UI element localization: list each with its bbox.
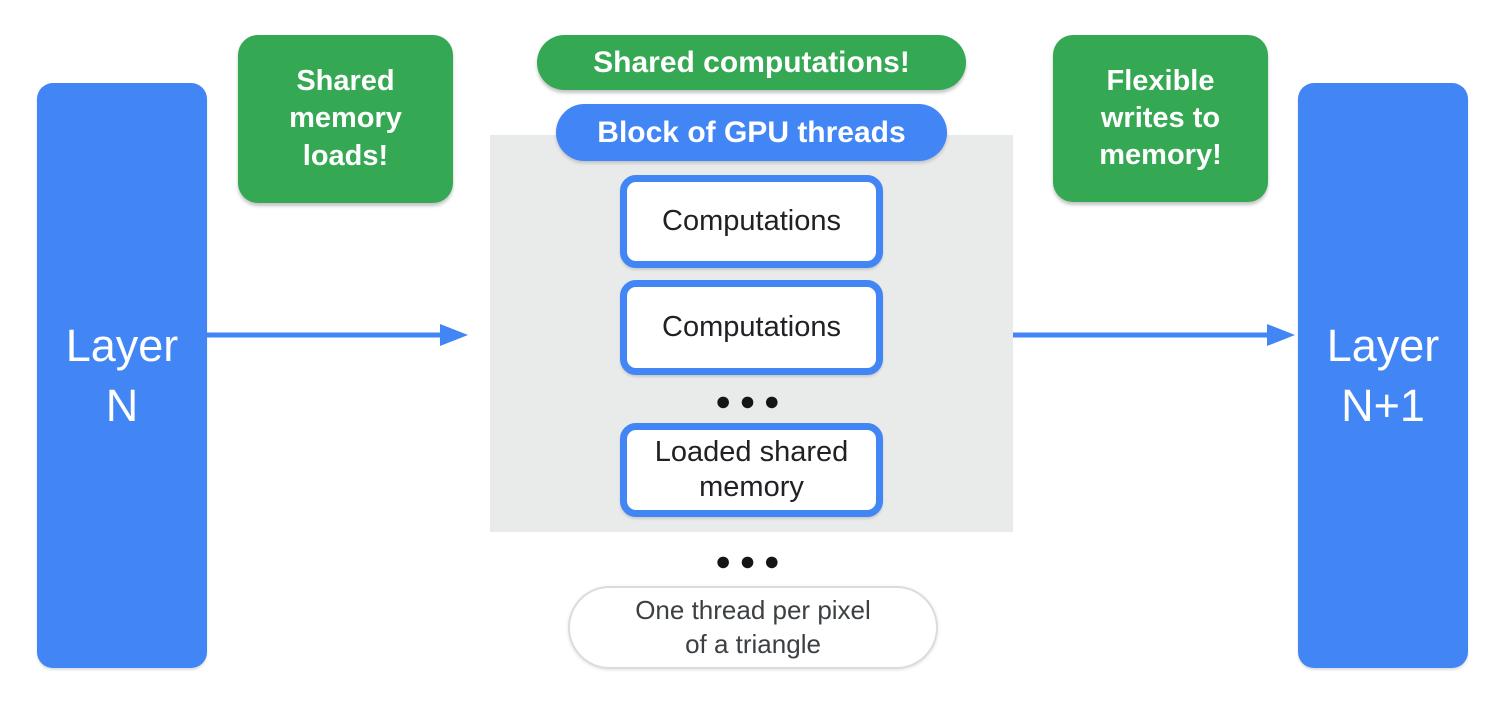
gpu-threads-block: Computations Computations Loaded shared …	[490, 135, 1013, 532]
layer-n-box: Layer N	[37, 83, 207, 668]
callout-shared-computations: Shared computations!	[537, 35, 966, 90]
ellipsis-icon: ●●●	[715, 386, 788, 416]
callout-shared-memory-loads: Shared memory loads!	[238, 35, 453, 203]
computations-box-2: Computations	[620, 280, 883, 375]
arrow-right-icon	[207, 324, 468, 346]
caption-one-thread-per-pixel: One thread per pixel of a triangle	[568, 586, 938, 669]
arrow-right-icon	[1013, 324, 1295, 346]
block-of-gpu-threads-label: Block of GPU threads	[556, 104, 947, 161]
callout-flexible-writes: Flexible writes to memory!	[1053, 35, 1268, 202]
computations-box-1: Computations	[620, 175, 883, 268]
ellipsis-icon: ●●●	[715, 546, 788, 576]
layer-n-plus-1-box: Layer N+1	[1298, 83, 1468, 668]
loaded-shared-memory-box: Loaded shared memory	[620, 423, 883, 517]
